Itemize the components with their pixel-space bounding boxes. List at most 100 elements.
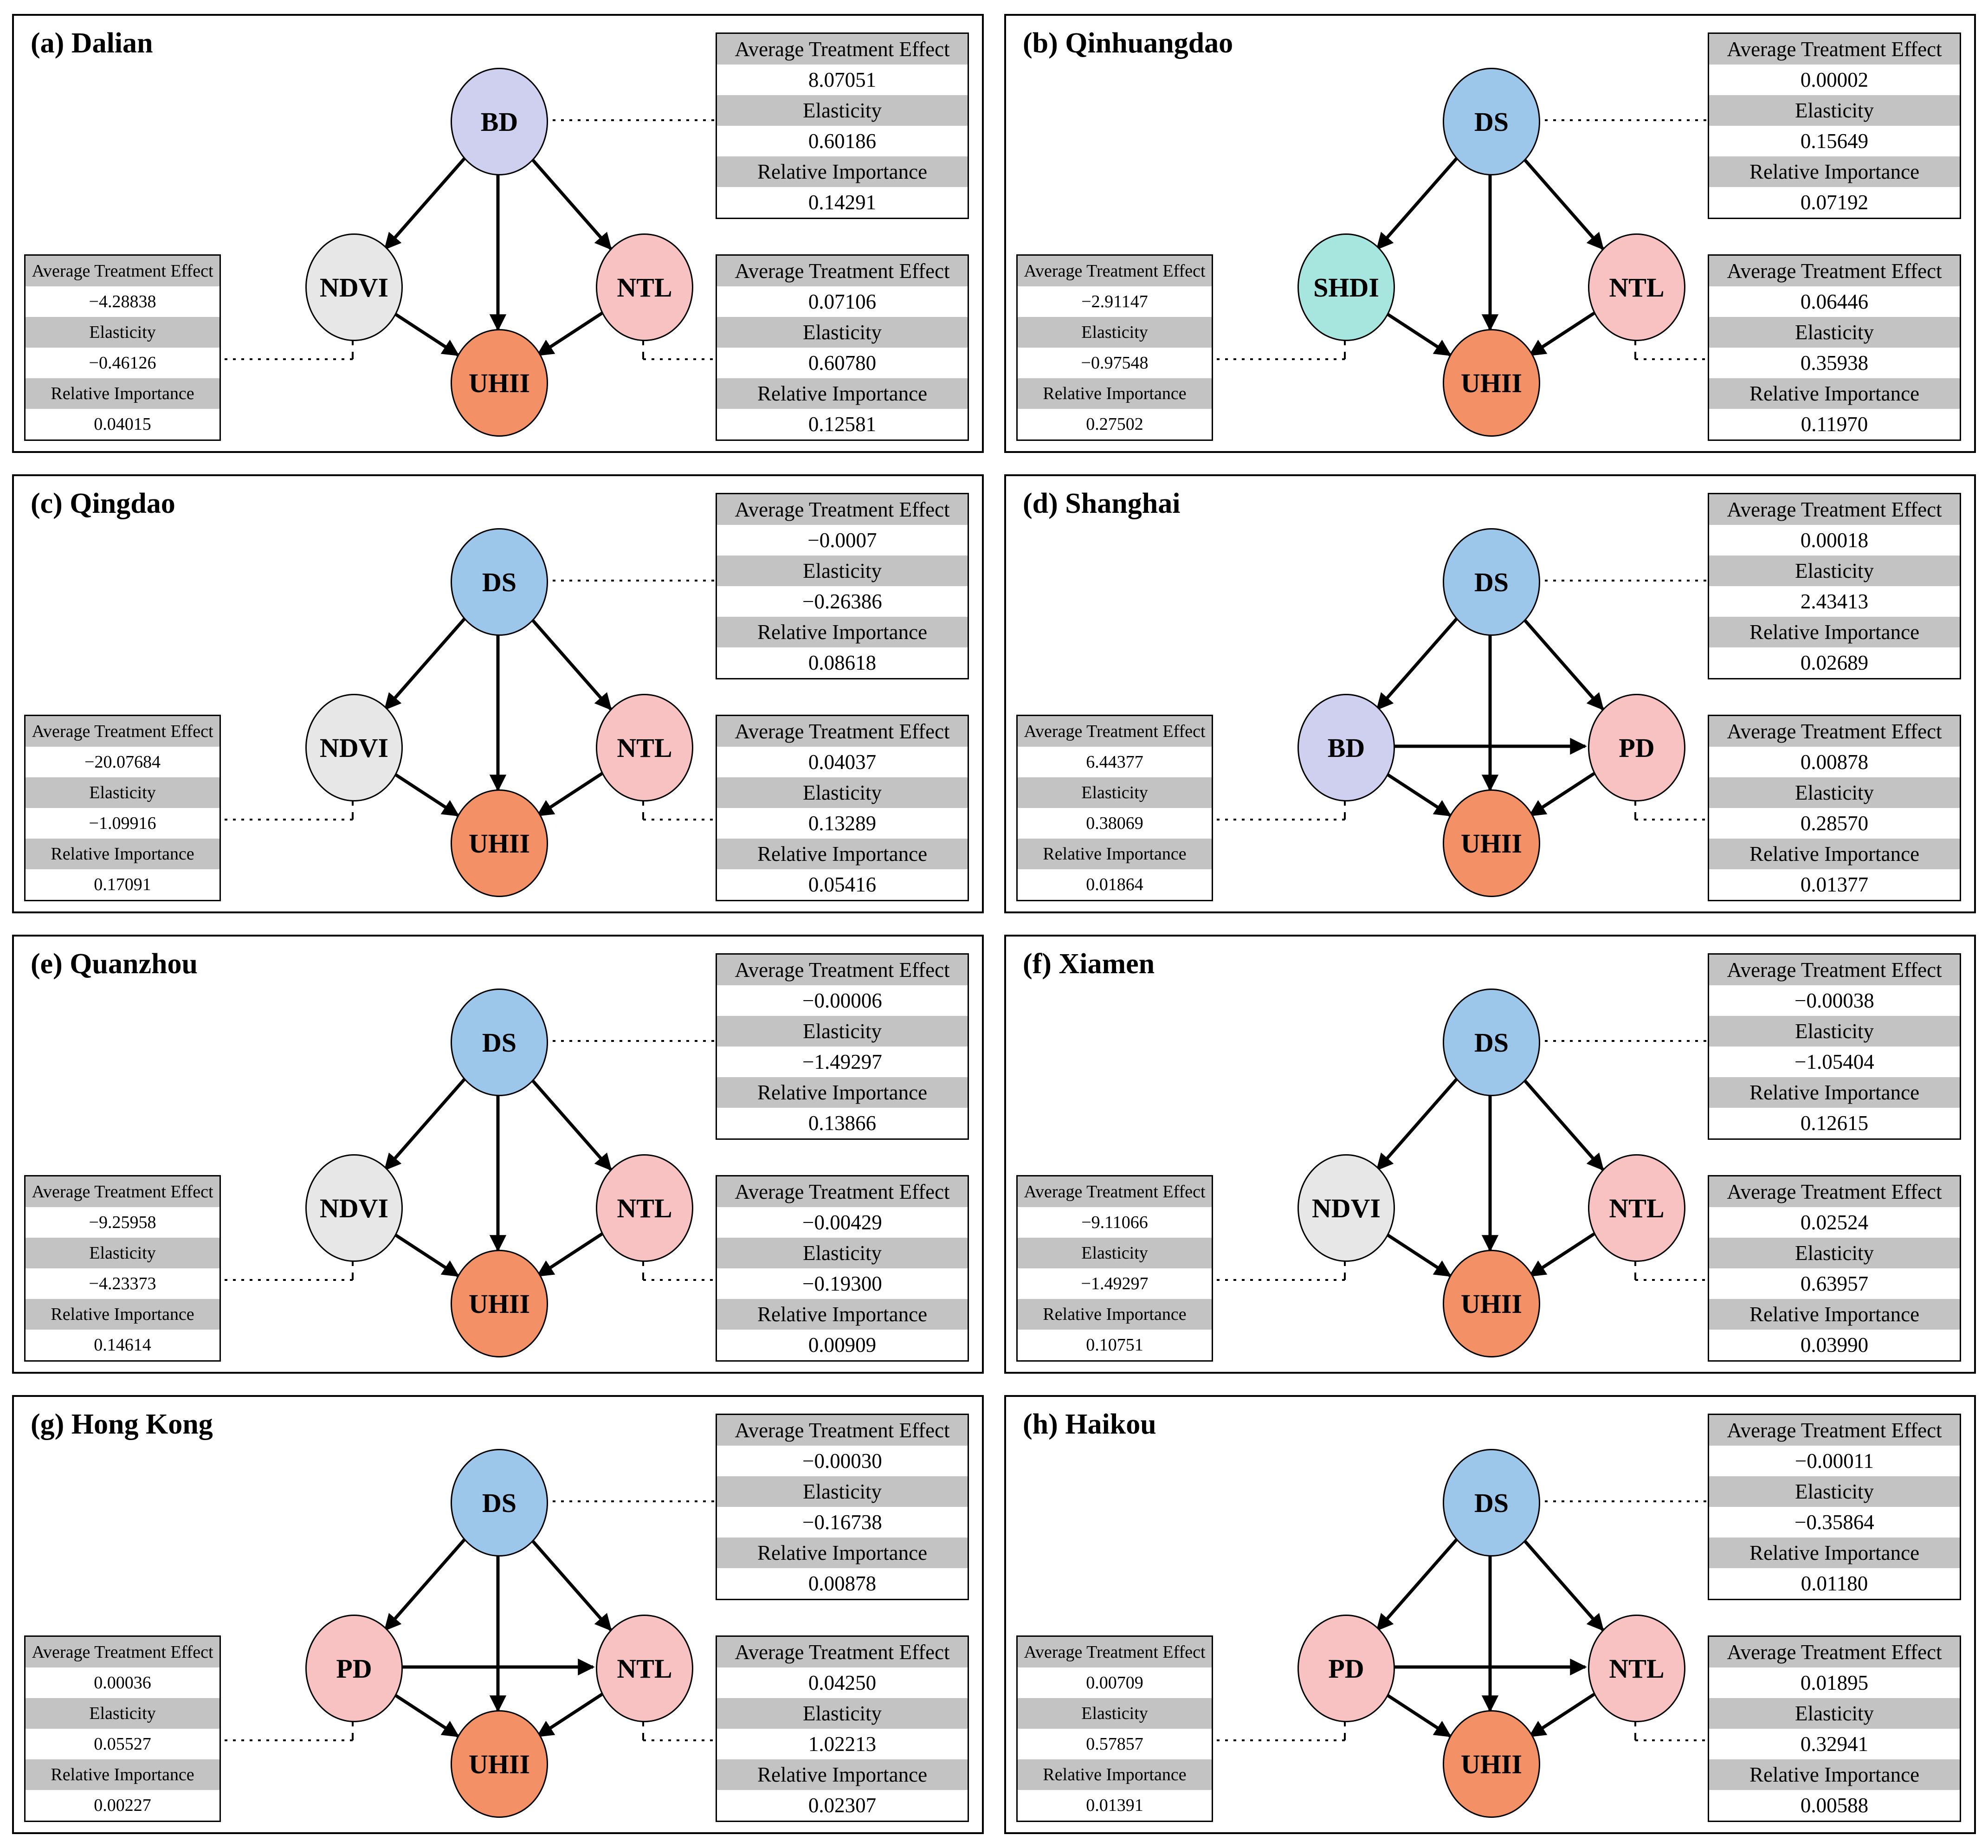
stat-value: −1.49297: [1081, 1274, 1149, 1293]
stat-value: −0.19300: [802, 1272, 882, 1295]
stat-label: Elasticity: [1018, 317, 1212, 348]
stat-label: Relative Importance: [1018, 1299, 1212, 1330]
node-outcome-label: UHII: [1460, 1749, 1523, 1779]
stat-value: 0.57857: [1086, 1734, 1143, 1754]
stat-value: 0.10751: [1086, 1335, 1143, 1355]
stat-value: 0.14614: [94, 1335, 151, 1355]
node-left-label: SHDI: [1313, 272, 1379, 303]
stats-table-left-node: Average Treatment Effect 0.00709 Elastic…: [1016, 1635, 1213, 1822]
node-left: PD: [305, 1615, 403, 1722]
node-top-label: DS: [1474, 1027, 1509, 1058]
stat-label: Average Treatment Effect: [1018, 256, 1212, 286]
panel-title: (c) Qingdao: [31, 488, 175, 519]
stat-label: Elasticity: [1709, 1476, 1960, 1507]
stat-value: −0.00038: [1794, 989, 1874, 1012]
stat-label: Relative Importance: [1709, 378, 1960, 409]
node-outcome-label: UHII: [1460, 828, 1523, 859]
stat-label: Relative Importance: [1709, 839, 1960, 869]
stat-label: Average Treatment Effect: [717, 955, 968, 985]
panel-title: (d) Shanghai: [1023, 488, 1181, 519]
stat-value: 8.07051: [808, 68, 877, 91]
stat-value: 0.02689: [1800, 651, 1869, 674]
stat-value: 0.05527: [94, 1734, 151, 1754]
stat-label: Relative Importance: [1709, 156, 1960, 187]
stat-value: −4.28838: [89, 292, 156, 311]
connector-lines: [1212, 119, 1710, 360]
stat-value: 0.00036: [94, 1673, 151, 1693]
stat-label: Average Treatment Effect: [1018, 716, 1212, 747]
node-right-label: NTL: [617, 1193, 672, 1223]
stat-label: Average Treatment Effect: [1709, 256, 1960, 286]
stat-label: Average Treatment Effect: [1709, 34, 1960, 65]
stat-label: Average Treatment Effect: [26, 716, 219, 747]
connector-lines: [1212, 1500, 1710, 1741]
stat-value: −0.35864: [1794, 1511, 1874, 1534]
node-left-label: BD: [1327, 732, 1365, 763]
stat-label: Elasticity: [26, 317, 219, 348]
stat-label: Elasticity: [1709, 95, 1960, 126]
causal-graph-canvas: [1212, 1040, 1710, 1281]
stat-label: Relative Importance: [717, 839, 968, 869]
node-top-label: DS: [482, 1027, 517, 1058]
stats-table-right-node: Average Treatment Effect 0.00878 Elastic…: [1708, 715, 1961, 901]
stat-value: 0.07192: [1800, 191, 1869, 214]
stat-value: 0.38069: [1086, 814, 1143, 833]
stat-value: 0.32941: [1800, 1732, 1869, 1756]
causal-graph-canvas: [1212, 1500, 1710, 1741]
stat-value: 0.08618: [808, 651, 877, 674]
node-outcome: UHII: [1443, 329, 1540, 437]
stats-table-right-node: Average Treatment Effect 0.06446 Elastic…: [1708, 254, 1961, 441]
panel-f-xiamen: (f) Xiamen DS NDVI NTL UHII Average Trea…: [1004, 935, 1976, 1374]
node-right-label: NTL: [617, 1653, 672, 1684]
node-top-label: DS: [1474, 567, 1509, 597]
node-right-label: NTL: [617, 732, 672, 763]
stat-label: Average Treatment Effect: [717, 34, 968, 65]
stat-label: Relative Importance: [717, 617, 968, 647]
stat-value: −4.23373: [89, 1274, 156, 1293]
connector-lines: [1212, 1040, 1710, 1281]
node-top-label: DS: [482, 1487, 517, 1518]
panel-c-qingdao: (c) Qingdao DS NDVI NTL UHII Average Tre…: [12, 474, 984, 913]
panel-g-hong-kong: (g) Hong Kong DS PD NTL UHII Average Tre…: [12, 1395, 984, 1834]
panel-d-shanghai: (d) Shanghai DS BD PD UHII Average Treat…: [1004, 474, 1976, 913]
stat-label: Average Treatment Effect: [1018, 1637, 1212, 1667]
stat-value: 0.00588: [1800, 1794, 1869, 1817]
stat-label: Average Treatment Effect: [26, 256, 219, 286]
node-left: NDVI: [305, 233, 403, 341]
stat-label: Average Treatment Effect: [1709, 1637, 1960, 1667]
stat-label: Relative Importance: [26, 378, 219, 409]
stat-value: 0.00018: [1800, 529, 1869, 552]
stat-value: 0.12615: [1800, 1111, 1869, 1135]
stats-table-left-node: Average Treatment Effect −20.07684 Elast…: [24, 715, 221, 901]
node-outcome: UHII: [451, 789, 548, 897]
stat-value: −2.91147: [1081, 292, 1148, 311]
node-left-label: PD: [1328, 1653, 1364, 1684]
stats-table-right-node: Average Treatment Effect 0.01895 Elastic…: [1708, 1635, 1961, 1822]
stats-table-top-node: Average Treatment Effect 0.00018 Elastic…: [1708, 493, 1961, 679]
stat-label: Average Treatment Effect: [717, 1637, 968, 1667]
stat-value: 0.63957: [1800, 1272, 1869, 1295]
stats-table-right-node: Average Treatment Effect 0.07106 Elastic…: [716, 254, 969, 441]
stat-label: Elasticity: [717, 317, 968, 348]
stat-label: Relative Importance: [26, 1299, 219, 1330]
stat-value: 0.00878: [808, 1572, 877, 1595]
node-right-label: NTL: [1609, 1653, 1665, 1684]
causal-graph-canvas: [220, 580, 717, 821]
stat-label: Average Treatment Effect: [1709, 716, 1960, 747]
stat-value: 0.06446: [1800, 290, 1869, 313]
node-outcome: UHII: [451, 1710, 548, 1818]
stats-table-top-node: Average Treatment Effect 0.00002 Elastic…: [1708, 32, 1961, 219]
node-outcome: UHII: [451, 1250, 548, 1357]
stat-value: −1.05404: [1794, 1050, 1874, 1073]
stat-value: −0.00006: [802, 989, 882, 1012]
stat-value: 0.05416: [808, 873, 877, 896]
node-left: PD: [1297, 1615, 1395, 1722]
panel-title: (a) Dalian: [31, 27, 153, 59]
causal-graph-canvas: [220, 119, 717, 360]
stat-value: 0.60780: [808, 351, 877, 375]
stats-table-top-node: Average Treatment Effect −0.0007 Elastic…: [716, 493, 969, 679]
stat-value: 0.13866: [808, 1111, 877, 1135]
stats-table-left-node: Average Treatment Effect −9.25958 Elasti…: [24, 1175, 221, 1362]
node-top-label: DS: [482, 567, 517, 597]
stat-label: Average Treatment Effect: [717, 494, 968, 525]
